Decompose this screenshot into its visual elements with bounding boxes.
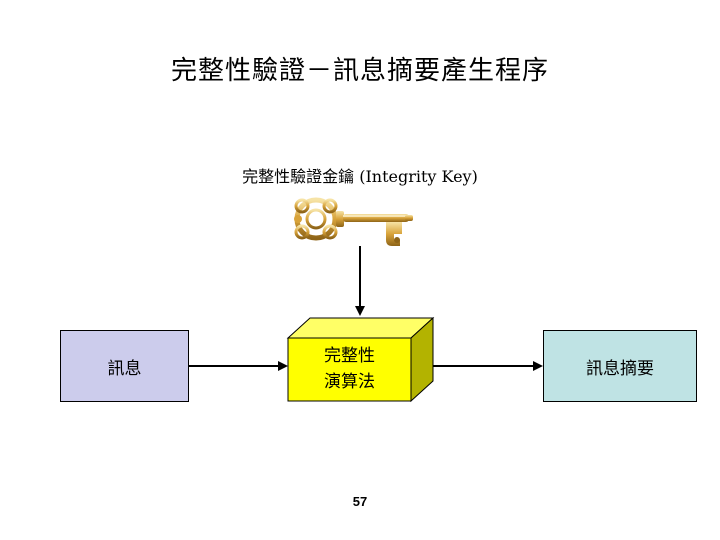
message-digest-output-box: 訊息摘要	[543, 330, 697, 402]
algorithm-box	[286, 316, 435, 403]
message-input-box: 訊息	[60, 330, 189, 402]
algorithm-label-line2: 演算法	[324, 372, 375, 392]
message-input-label: 訊息	[107, 358, 142, 379]
integrity-key-label: 完整性驗證金鑰 (Integrity Key)	[242, 167, 478, 186]
algorithm-label-line1: 完整性	[324, 346, 375, 366]
slide-title: 完整性驗證－訊息摘要產生程序	[170, 56, 549, 86]
algorithm-label: 完整性 演算法	[288, 343, 411, 401]
page-number: 57	[352, 494, 368, 509]
message-digest-label: 訊息摘要	[586, 358, 654, 379]
golden-key-icon	[294, 197, 413, 246]
